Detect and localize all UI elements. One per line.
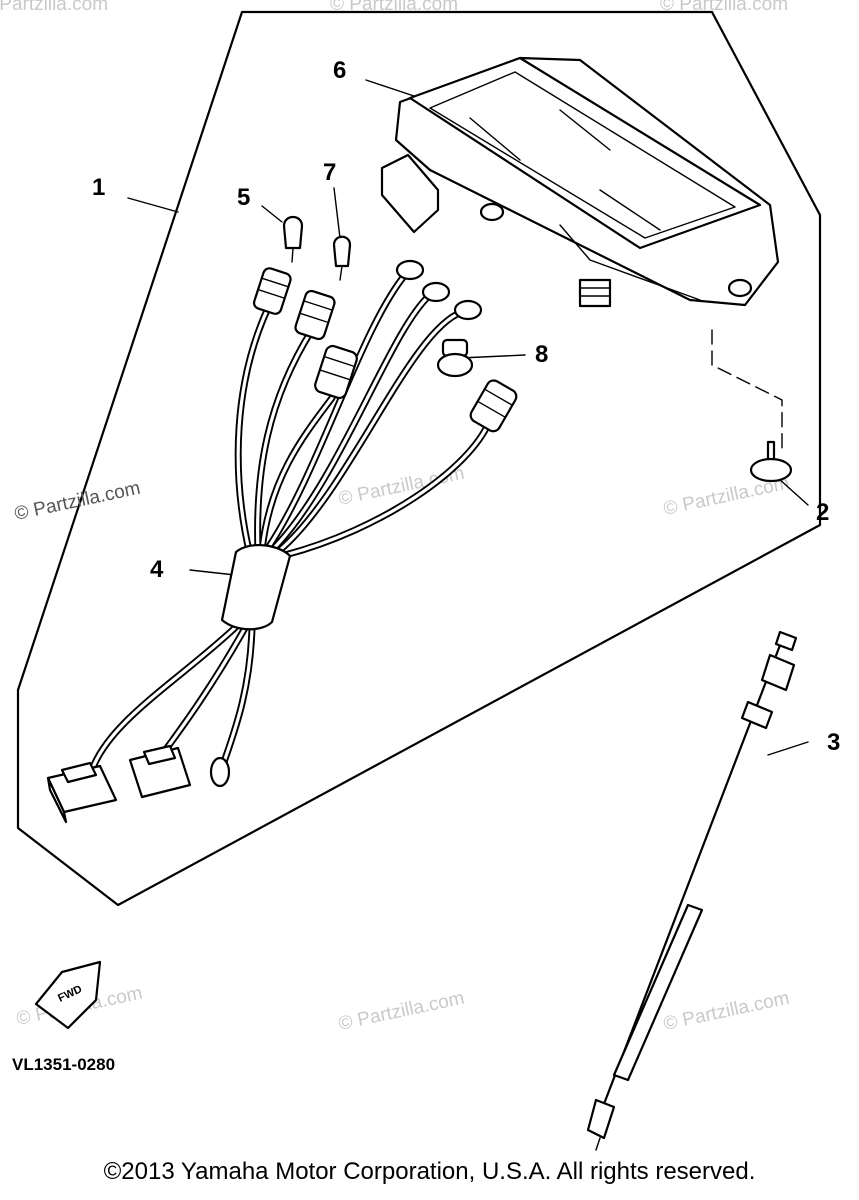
screw (749, 440, 793, 483)
watermark: © Partzilla.com (13, 478, 143, 525)
connectors (46, 744, 231, 824)
ring-terminals (395, 259, 483, 321)
watermark: © Partzilla.com (337, 988, 467, 1035)
callout-3: 3 (827, 729, 840, 756)
bulb-sockets (252, 267, 518, 433)
callout-6: 6 (333, 57, 346, 84)
callout-7: 7 (323, 159, 336, 186)
leader-lines (127, 79, 809, 756)
callout-2: 2 (816, 499, 829, 526)
callout-4: 4 (150, 556, 164, 583)
watermark: © Partzilla.com (0, 0, 108, 15)
assembly-boundary (16, 10, 822, 907)
speedometer-cable (586, 630, 798, 1151)
callout-8: 8 (535, 341, 548, 368)
harness-wires (88, 271, 494, 774)
bulb (282, 215, 304, 263)
copyright-notice: ©2013 Yamaha Motor Corporation, U.S.A. A… (103, 1158, 756, 1185)
diagram-code: VL1351-0280 (12, 1055, 115, 1074)
harness-sleeve (220, 543, 292, 631)
bulb (332, 235, 352, 281)
meter-assembly (380, 56, 780, 308)
callout-1: 1 (92, 174, 105, 201)
callout-5: 5 (237, 184, 250, 211)
wire-harness (46, 259, 518, 824)
grommet (436, 338, 474, 378)
fwd-arrow-icon: FWD (34, 960, 102, 1030)
watermark: © Partzilla.com (662, 988, 792, 1035)
